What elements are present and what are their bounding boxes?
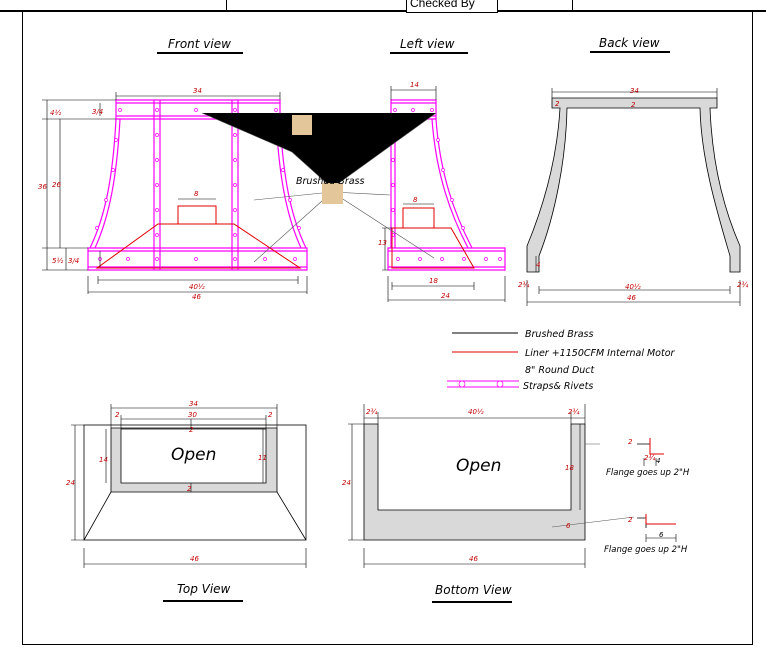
dim-bottom-back: 6 bbox=[566, 522, 571, 530]
dim-top-l: 2 bbox=[115, 411, 120, 419]
dim-top-inner: 30 bbox=[188, 411, 197, 419]
dim-flange1c: 4 bbox=[656, 457, 660, 465]
dim-back-inner: 40½ bbox=[625, 283, 641, 291]
dim-top-d: 14 bbox=[99, 456, 108, 464]
top-open-label: Open bbox=[171, 445, 216, 465]
legend-duct-label: 8" Round Duct bbox=[525, 365, 595, 376]
back-view bbox=[526, 88, 741, 306]
callout-lines bbox=[201, 112, 437, 263]
bottom-open-label: Open bbox=[456, 456, 501, 476]
legend-liner-label: Liner +1150CFM Internal Motor bbox=[525, 348, 676, 359]
dim-top-width: 46 bbox=[190, 555, 199, 563]
dim-front-htop: 4½ bbox=[50, 109, 61, 117]
dim-back-top: 34 bbox=[630, 87, 639, 95]
flange-detail-1 bbox=[637, 438, 664, 466]
dim-left-duct: 8 bbox=[413, 196, 418, 204]
flange-note-1: Flange goes up 2"H bbox=[606, 468, 690, 478]
bottom-view-title: Bottom View bbox=[435, 583, 512, 597]
brass-swatch-small bbox=[292, 115, 312, 135]
dim-bottom-inner: 40½ bbox=[468, 408, 484, 416]
legend bbox=[447, 332, 519, 388]
dim-back-l: 2¾ bbox=[518, 281, 529, 289]
dimension-labels: 34 4½ 3/4 36 26 8 5½ 3/4 40½ 46 14 8 13 … bbox=[38, 81, 748, 563]
left-rivets bbox=[391, 108, 502, 261]
dim-bottom-r: 2¾ bbox=[568, 408, 579, 416]
dim-front-hbot: 5½ bbox=[52, 257, 63, 265]
dim-top-d2: 11 bbox=[258, 454, 267, 462]
dim-top-t: 2 bbox=[189, 426, 194, 434]
dim-front-strap: 3/4 bbox=[92, 108, 103, 116]
left-view-title: Left view bbox=[400, 37, 455, 51]
dim-left-depth: 24 bbox=[441, 292, 450, 300]
dim-back-t3: 4 bbox=[536, 261, 540, 269]
dim-left-linerw: 18 bbox=[429, 277, 438, 285]
swatch-label-brushed-brass: Brushed Brass bbox=[317, 115, 379, 124]
legend-brass-label: Brushed Brass bbox=[525, 329, 594, 340]
dim-top-b: 2 bbox=[187, 485, 192, 493]
dim-bottom-depth: 24 bbox=[342, 479, 351, 487]
swatch-label-straps-rivets: Straps And Rivets bbox=[317, 127, 393, 136]
dim-front-inner: 40½ bbox=[189, 283, 205, 291]
dim-left-linerh: 13 bbox=[378, 239, 387, 247]
dim-left-top: 14 bbox=[410, 81, 419, 89]
sheet-border bbox=[22, 11, 753, 645]
dim-bottom-side: 18 bbox=[565, 464, 574, 472]
dim-flange1b: 2¾ bbox=[644, 454, 655, 462]
left-dimensions bbox=[382, 86, 506, 302]
dim-front-width: 46 bbox=[192, 293, 201, 301]
top-view bbox=[71, 404, 307, 568]
front-view-title: Front view bbox=[168, 37, 231, 51]
dim-bottom-l: 2¾ bbox=[366, 408, 377, 416]
dim-flange1: 2 bbox=[628, 438, 633, 446]
dim-back-r: 2¾ bbox=[737, 281, 748, 289]
flange-detail-2 bbox=[637, 514, 677, 542]
legend-straps-symbol bbox=[447, 380, 519, 388]
dim-bottom-width: 46 bbox=[469, 555, 478, 563]
dim-back-t2: 2 bbox=[631, 101, 636, 109]
flange-note-2: Flange goes up 2"H bbox=[604, 545, 688, 555]
dim-front-strapbot: 3/4 bbox=[68, 257, 79, 265]
brass-swatch-large bbox=[322, 183, 343, 204]
back-view-title: Back view bbox=[599, 36, 660, 50]
dim-top-depth: 24 bbox=[66, 479, 75, 487]
top-view-title: Top View bbox=[177, 582, 231, 596]
legend-straps-label: Straps& Rivets bbox=[523, 381, 593, 392]
front-dimensions bbox=[42, 92, 308, 294]
dim-front-body: 26 bbox=[52, 181, 61, 189]
dim-back-t1: 2 bbox=[555, 100, 560, 108]
front-liner bbox=[95, 205, 302, 269]
dim-back-width: 46 bbox=[627, 294, 636, 302]
dim-top-outer: 34 bbox=[189, 400, 198, 408]
dim-front-duct: 8 bbox=[194, 190, 199, 198]
callout-labels: Brushed Brass Straps And Rivets Brushed … bbox=[171, 115, 690, 555]
dim-front-top: 34 bbox=[193, 87, 202, 95]
material-label-brushed-brass: Brushed Brass bbox=[296, 176, 365, 187]
dim-front-height: 36 bbox=[38, 183, 47, 191]
checked-by-label: Checked By bbox=[410, 0, 475, 10]
dim-flange2: 2 bbox=[628, 516, 633, 524]
dim-flange2b: 6 bbox=[659, 531, 664, 539]
left-liner bbox=[391, 207, 475, 269]
bottom-view bbox=[348, 404, 677, 568]
dim-top-r: 2 bbox=[268, 411, 273, 419]
